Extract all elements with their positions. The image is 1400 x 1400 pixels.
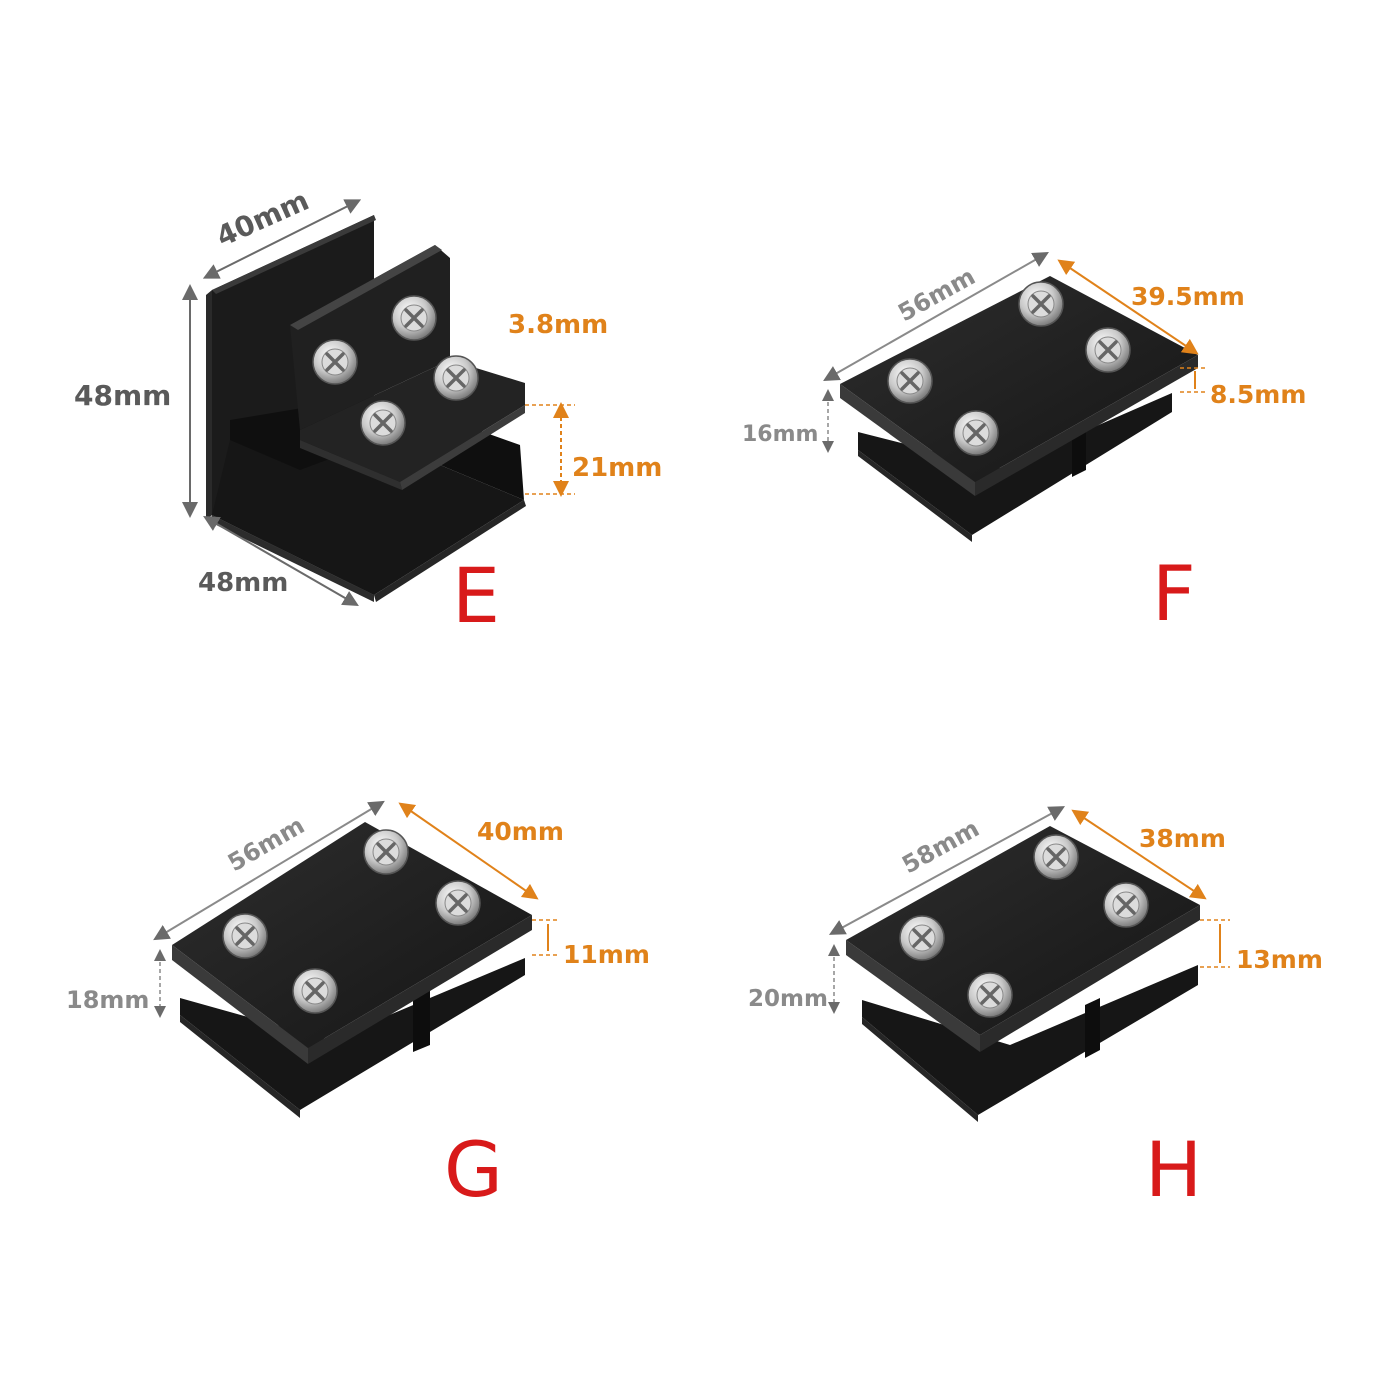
dim-line-top: [202, 199, 362, 279]
dim-label-height: 18mm: [66, 986, 149, 1014]
screw-icon: [952, 409, 1000, 457]
screw-icon: [1084, 326, 1132, 374]
dim-label-height: 16mm: [742, 422, 818, 447]
product-letter-h: H: [1145, 1125, 1202, 1214]
screw-icon: [1017, 280, 1065, 328]
screw-icon: [362, 828, 410, 876]
screw-icon: [1102, 881, 1150, 929]
bracket-f-illustration: [840, 276, 1198, 542]
screw-icon: [1032, 833, 1080, 881]
screw-icon: [434, 879, 482, 927]
screw-icon: [966, 971, 1014, 1019]
product-letter-g: G: [444, 1125, 503, 1214]
dim-label-height: 20mm: [748, 986, 828, 1012]
dim-line-width: [1057, 259, 1199, 355]
dim-line-depth: [203, 515, 359, 607]
screw-icon: [390, 294, 438, 342]
dim-line-width: [398, 802, 539, 900]
screw-icon: [311, 338, 359, 386]
dim-label-gap: 8.5mm: [1210, 380, 1306, 409]
dim-label-width: 39.5mm: [1131, 282, 1245, 311]
dim-label-length: 58mm: [897, 814, 984, 879]
dim-line-length: [153, 800, 385, 941]
dim-label-depth: 48mm: [198, 568, 288, 598]
dim-label-top: 40mm: [211, 184, 313, 254]
dim-label-gap: 11mm: [563, 940, 650, 969]
product-h: 58mm 38mm 13mm 20mm H: [748, 806, 1323, 1214]
dim-label-length: 56mm: [893, 262, 980, 327]
dim-line-length: [823, 252, 1049, 381]
product-g: 56mm 40mm 11mm 18mm G: [66, 800, 650, 1214]
screw-icon: [886, 357, 934, 405]
screw-icon: [291, 967, 339, 1015]
product-e: 40mm 48mm 48mm 3.8mm 21mm E: [74, 184, 662, 640]
bracket-h-illustration: [846, 826, 1200, 1122]
dim-label-width: 38mm: [1139, 824, 1226, 853]
screw-icon: [221, 912, 269, 960]
product-f: 56mm 39.5mm 8.5mm 16mm F: [742, 252, 1306, 638]
dim-label-gap: 13mm: [1236, 945, 1323, 974]
dim-label-height: 48mm: [74, 379, 171, 412]
product-letter-f: F: [1152, 549, 1196, 638]
bracket-g-illustration: [172, 822, 532, 1118]
screw-icon: [359, 399, 407, 447]
product-letter-e: E: [452, 551, 500, 640]
dim-line-length: [828, 806, 1066, 935]
screw-icon: [432, 354, 480, 402]
dim-label-thickness: 3.8mm: [508, 310, 608, 340]
dim-label-gap: 21mm: [572, 453, 662, 483]
screw-icon: [898, 914, 946, 962]
dim-label-width: 40mm: [477, 817, 564, 846]
dim-line-width: [1071, 809, 1207, 900]
